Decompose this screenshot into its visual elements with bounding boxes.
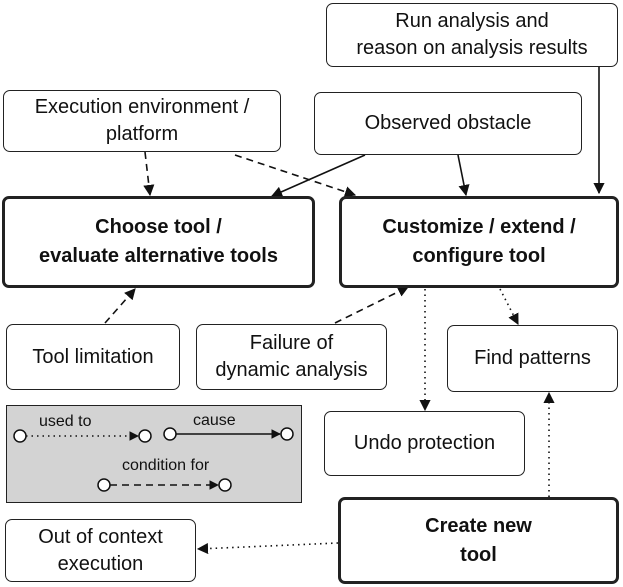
legend-cause-start-node xyxy=(163,427,177,441)
node-failure-dynamic: Failure of dynamic analysis xyxy=(196,324,387,390)
node-customize-tool: Customize / extend / configure tool xyxy=(339,196,619,288)
edge-tool-limitation-to-choose-tool xyxy=(104,288,136,324)
legend-condition-start-node xyxy=(97,478,111,492)
node-run-analysis: Run analysis and reason on analysis resu… xyxy=(326,3,618,67)
node-find-patterns: Find patterns xyxy=(447,325,618,392)
legend: used to cause condition for xyxy=(6,405,302,503)
edge-execution-env-to-customize-tool xyxy=(234,154,357,198)
legend-condition-for-label: condition for xyxy=(122,457,210,474)
legend-cause-end-node xyxy=(280,427,294,441)
edge-customize-tool-to-find-patterns xyxy=(499,288,519,325)
edge-observed-obstacle-to-choose-tool xyxy=(270,154,366,198)
edge-execution-env-to-choose-tool xyxy=(143,151,155,197)
legend-used-to-start-node xyxy=(13,429,27,443)
node-observed-obstacle: Observed obstacle xyxy=(314,92,582,155)
edge-failure-dynamic-to-customize-tool xyxy=(334,286,410,324)
node-out-of-context: Out of context execution xyxy=(5,519,196,582)
legend-cause-label: cause xyxy=(193,412,236,429)
edge-create-new-tool-to-out-of-context xyxy=(196,542,339,555)
legend-condition-end-node xyxy=(218,478,232,492)
legend-used-to-label: used to xyxy=(39,413,92,430)
legend-symbols xyxy=(13,427,294,492)
legend-used-to-end-node xyxy=(138,429,152,443)
node-create-new-tool: Create new tool xyxy=(338,497,619,584)
node-execution-env: Execution environment / platform xyxy=(3,90,281,152)
edge-observed-obstacle-to-customize-tool xyxy=(457,154,470,197)
node-choose-tool: Choose tool / evaluate alternative tools xyxy=(2,196,315,288)
node-undo-protection: Undo protection xyxy=(324,411,525,476)
node-tool-limitation: Tool limitation xyxy=(6,324,180,390)
